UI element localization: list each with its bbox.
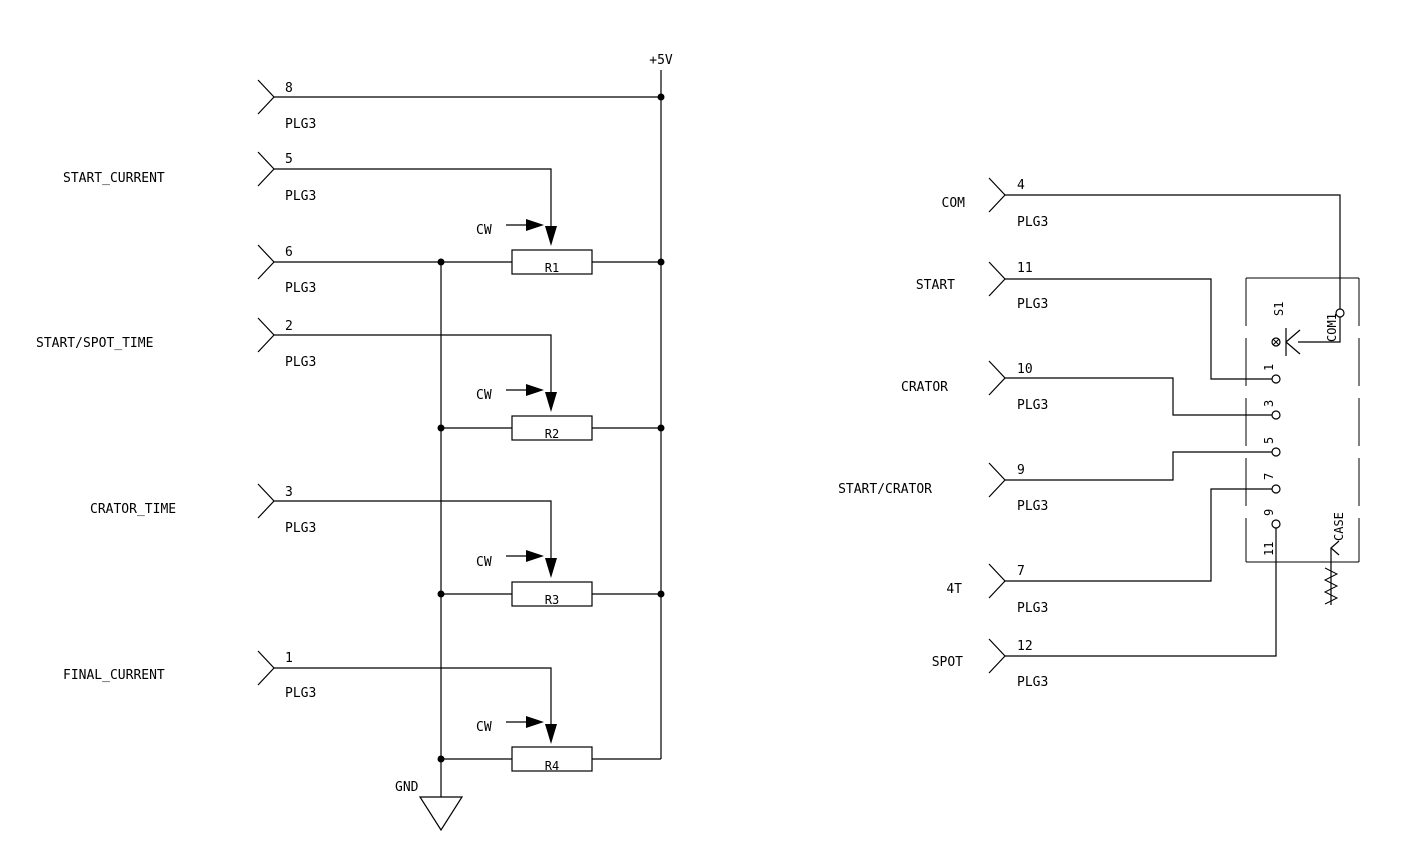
switch-position-label: 11 [1262,542,1276,556]
signal-label: START_CURRENT [63,171,165,186]
junction-dot [657,590,665,598]
wiper-arrow [545,226,557,246]
pin-number: 11 [1017,261,1033,276]
switch-position-label: 9 [1262,509,1276,516]
connector-pin-5: START_CURRENT 5 PLG3 [63,151,557,246]
cw-arrow [526,550,544,562]
connector-label: PLG3 [285,521,316,536]
pin-number: 2 [285,319,293,334]
chassis-ground-icon [1323,567,1339,605]
contact-terminal [1271,519,1281,529]
signal-label: CRATOR_TIME [90,502,176,517]
connector-pin-3: CRATOR_TIME 3 PLG3 [90,483,557,578]
junction-dot [657,424,665,432]
cw-arrow [526,384,544,396]
pin-number: 1 [285,651,293,666]
pot-r3: CW R3 [437,550,665,607]
switch-position-label: 1 [1262,364,1276,371]
connector-label: PLG3 [1017,601,1048,616]
connector-pin-4: COM 4 PLG3 [942,177,1341,309]
signal-label: COM [942,196,966,211]
connector-label: PLG3 [1017,499,1048,514]
connector-label: PLG3 [285,686,316,701]
connector-label: PLG3 [1017,215,1048,230]
case-label: CASE [1332,512,1346,541]
cw-label: CW [476,388,492,403]
signal-label: START/CRATOR [838,482,932,497]
resistor-label: R3 [545,593,559,607]
contact-terminal [1271,374,1281,384]
connector-pin-9: START/CRATOR 9 PLG3 [838,451,1272,514]
switch-position-label: 7 [1262,473,1276,480]
connector-pin-12: SPOT 12 PLG3 [932,528,1277,690]
junction-dot [437,424,445,432]
pin-number: 7 [1017,564,1025,579]
wiper-arrow [545,558,557,578]
contact-terminal [1271,410,1281,420]
pot-r4: CW R4 [437,716,661,773]
connector-label: PLG3 [1017,398,1048,413]
switch-s1: S1 COM1 1 3 5 7 9 11 CASE [1245,277,1360,605]
com1-terminal [1335,308,1345,318]
signal-label: FINAL_CURRENT [63,668,165,683]
pin-number: 4 [1017,178,1025,193]
pin-number: 12 [1017,639,1033,654]
connector-label: PLG3 [285,189,316,204]
switch-name: S1 [1272,302,1286,316]
switch-common-label: COM1 [1325,313,1339,342]
signal-label: SPOT [932,655,963,670]
resistor-label: R1 [545,261,559,275]
cw-label: CW [476,223,492,238]
contact-terminal [1271,484,1281,494]
pin-number: 9 [1017,463,1025,478]
resistor-label: R4 [545,759,559,773]
cw-arrow [526,716,544,728]
connector-label: PLG3 [285,117,316,132]
junction-dot [657,258,665,266]
connector-pin-8: 8 PLG3 [257,79,665,132]
left-circuit: +5V GND 8 PLG3 START_CURRENT 5 PLG3 CW [36,53,673,832]
pin-number: 3 [285,485,293,500]
pot-r1: CW 6 PLG3 R1 [257,219,665,296]
signal-label: START/SPOT_TIME [36,336,153,351]
pin-number: 10 [1017,362,1033,377]
signal-label: START [916,278,955,293]
contact-terminal [1271,337,1281,347]
ground-symbol [418,796,464,832]
junction-dot [437,755,445,763]
connector-label: PLG3 [1017,675,1048,690]
cw-label: CW [476,555,492,570]
pin-number: 6 [285,245,293,260]
junction-dot [437,258,445,266]
cw-arrow [526,219,544,231]
resistor-label: R2 [545,427,559,441]
connector-pin-2: START/SPOT_TIME 2 PLG3 [36,317,557,412]
connector-pin-10: CRATOR 10 PLG3 [901,360,1272,416]
connector-pin-11: START 11 PLG3 [916,261,1272,380]
wiper-arrow [545,392,557,412]
vcc-label: +5V [649,53,673,68]
pin-number: 8 [285,81,293,96]
gnd-label: GND [395,780,419,795]
connector-pin-7: 4T 7 PLG3 [946,488,1272,616]
connector-label: PLG3 [285,281,316,296]
switch-position-label: 3 [1262,400,1276,407]
connector-label: PLG3 [285,355,316,370]
signal-label: 4T [946,582,962,597]
connector-pin-1: FINAL_CURRENT 1 PLG3 [63,650,557,744]
cw-label: CW [476,720,492,735]
contact-terminal [1271,447,1281,457]
right-circuit: S1 COM1 1 3 5 7 9 11 CASE [838,177,1360,690]
pot-r2: CW R2 [437,384,665,441]
pin-number: 5 [285,152,293,167]
wiper-arrow [545,724,557,744]
connector-label: PLG3 [1017,297,1048,312]
switch-position-label: 5 [1262,437,1276,444]
junction-dot [437,590,445,598]
junction-dot [657,93,665,101]
signal-label: CRATOR [901,380,948,395]
